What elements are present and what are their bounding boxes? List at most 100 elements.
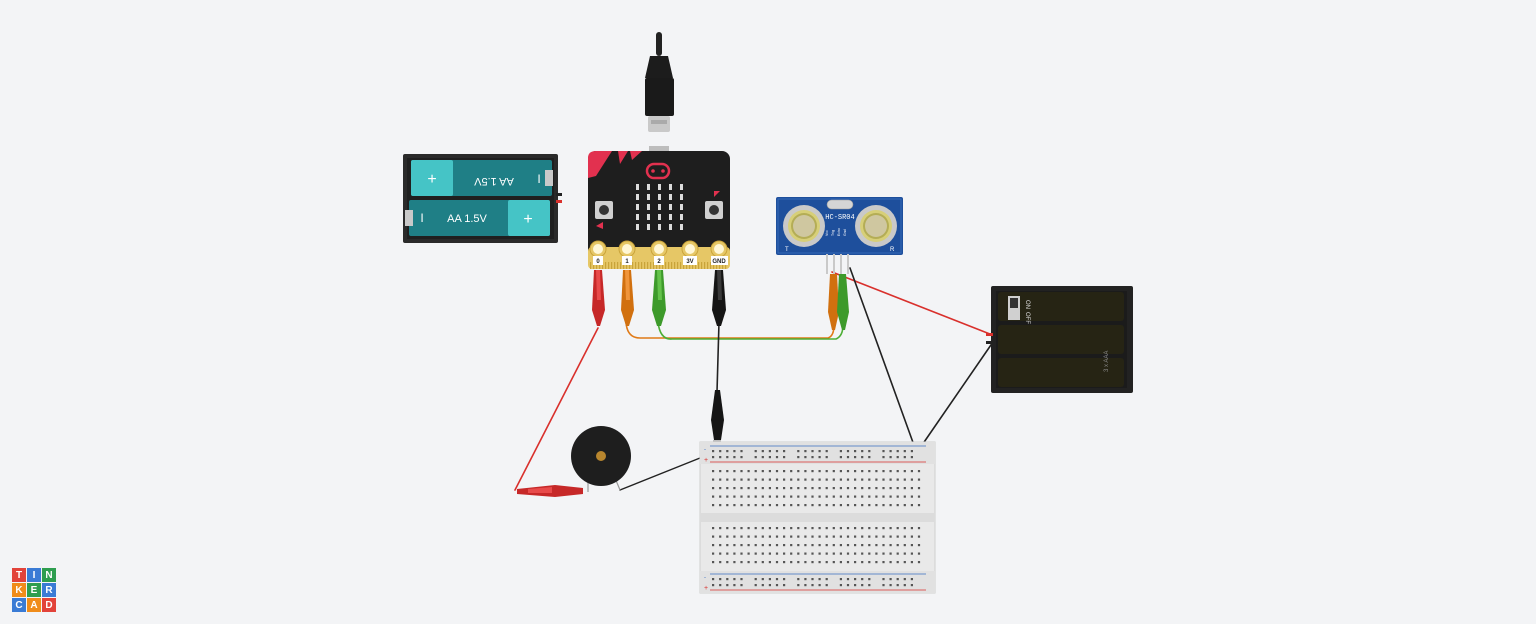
breadboard-hole (712, 561, 715, 564)
breadboard-hole (854, 495, 857, 498)
breadboard-hole (761, 487, 764, 490)
breadboard-hole (854, 561, 857, 564)
wire-black-battery[interactable] (919, 341, 994, 449)
pin-gnd[interactable] (710, 240, 728, 258)
breadboard-hole (903, 578, 906, 581)
wire-black-buzzer[interactable] (619, 451, 716, 491)
clip-buzzer-red[interactable] (517, 485, 583, 497)
breadboard-hole (818, 478, 821, 481)
piezo-buzzer[interactable] (571, 426, 631, 492)
breadboard[interactable]: - + - + (699, 441, 936, 594)
breadboard-hole (832, 527, 835, 530)
wire-black-gnd[interactable] (716, 321, 720, 393)
breadboard-hole (882, 584, 885, 587)
clip-trig-orange[interactable] (828, 274, 839, 330)
breadboard-hole (868, 487, 871, 490)
battery-cell-bottom: I + AA 1.5V (405, 200, 550, 236)
wire-green-echo[interactable] (657, 321, 844, 340)
breadboard-hole (854, 527, 857, 530)
edge-finger (704, 262, 706, 269)
breadboard-hole (775, 487, 779, 490)
pin-3v[interactable] (681, 240, 699, 258)
button-b[interactable] (705, 201, 723, 219)
button-a[interactable] (595, 201, 613, 219)
breadboard-hole (754, 470, 757, 473)
breadboard-hole (910, 535, 913, 538)
breadboard-hole (846, 527, 850, 530)
edge-finger (593, 262, 595, 269)
breadboard-hole (811, 535, 814, 538)
breadboard-hole (719, 456, 722, 459)
microbit-board[interactable]: 0 1 2 3V GND (588, 146, 730, 269)
breadboard-hole (861, 450, 864, 453)
breadboard-hole (903, 470, 906, 473)
breadboard-hole (910, 544, 913, 547)
rail-plus-top: + (704, 457, 708, 464)
breadboard-hole (783, 495, 786, 498)
breadboard-hole (861, 552, 864, 555)
breadboard-hole (733, 478, 736, 481)
led (658, 204, 661, 210)
breadboard-hole (839, 456, 842, 459)
pin-2[interactable] (650, 240, 668, 258)
breadboard-hole (726, 527, 729, 530)
breadboard-hole (740, 578, 743, 581)
led (669, 214, 672, 220)
breadboard-hole (761, 495, 764, 498)
wire-red-buzzer[interactable] (514, 327, 599, 491)
clip-pin1-orange[interactable] (621, 270, 634, 326)
breadboard-hole (875, 478, 878, 481)
clip-echo-green[interactable] (837, 274, 849, 330)
battery-box-aaa[interactable]: ON OFF 3 x AAA (986, 286, 1133, 393)
breadboard-hole (818, 578, 821, 581)
edge-finger (629, 262, 631, 269)
breadboard-hole (846, 478, 850, 481)
battery-label-bottom: AA 1.5V (447, 213, 487, 225)
breadboard-hole (775, 495, 779, 498)
breadboard-hole (740, 504, 743, 507)
clip-breadboard-black[interactable] (711, 390, 724, 448)
edge-finger (608, 262, 610, 269)
breadboard-hole (861, 535, 864, 538)
breadboard-hole (903, 504, 906, 507)
transducer-r (855, 205, 897, 247)
wire-orange-trig[interactable] (625, 321, 835, 339)
led (680, 204, 683, 210)
breadboard-hole (804, 478, 807, 481)
breadboard-hole (832, 470, 835, 473)
breadboard-hole (797, 552, 800, 555)
battery-pack-aa[interactable]: + I AA 1.5V I + AA 1.5V (403, 154, 562, 243)
breadboard-hole (896, 478, 899, 481)
rail-minus-top: - (704, 447, 706, 453)
clip-gnd-black[interactable] (712, 270, 726, 326)
wire-black-sensor-gnd[interactable] (849, 267, 916, 449)
sensor-pin (833, 254, 835, 274)
pin-0[interactable] (589, 240, 607, 258)
pin-1[interactable] (618, 240, 636, 258)
breadboard-hole (768, 478, 771, 481)
breadboard-hole (811, 478, 814, 481)
sensor-pin (826, 254, 828, 274)
breadboard-hole (861, 584, 864, 587)
breadboard-hole (712, 504, 715, 507)
battery-label-top: AA 1.5V (473, 175, 513, 187)
edge-finger (707, 262, 709, 269)
breadboard-hole (790, 495, 793, 498)
breadboard-hole (896, 544, 899, 547)
edge-finger (719, 262, 721, 269)
usb-cable[interactable] (645, 32, 674, 132)
breadboard-hole (712, 495, 715, 498)
battery-minus-bottom: I (420, 211, 423, 225)
clip-pin2-green[interactable] (652, 270, 666, 326)
logo-letter: R (42, 583, 56, 597)
power-switch[interactable] (1008, 296, 1020, 320)
breadboard-hole (797, 527, 800, 530)
breadboard-hole (804, 578, 807, 581)
breadboard-hole (790, 478, 793, 481)
wire-red-vcc[interactable] (831, 271, 996, 337)
clip-pin0-red[interactable] (592, 270, 605, 326)
rail-plus-bottom: + (704, 585, 708, 592)
breadboard-hole (733, 527, 736, 530)
edge-finger (596, 262, 598, 269)
